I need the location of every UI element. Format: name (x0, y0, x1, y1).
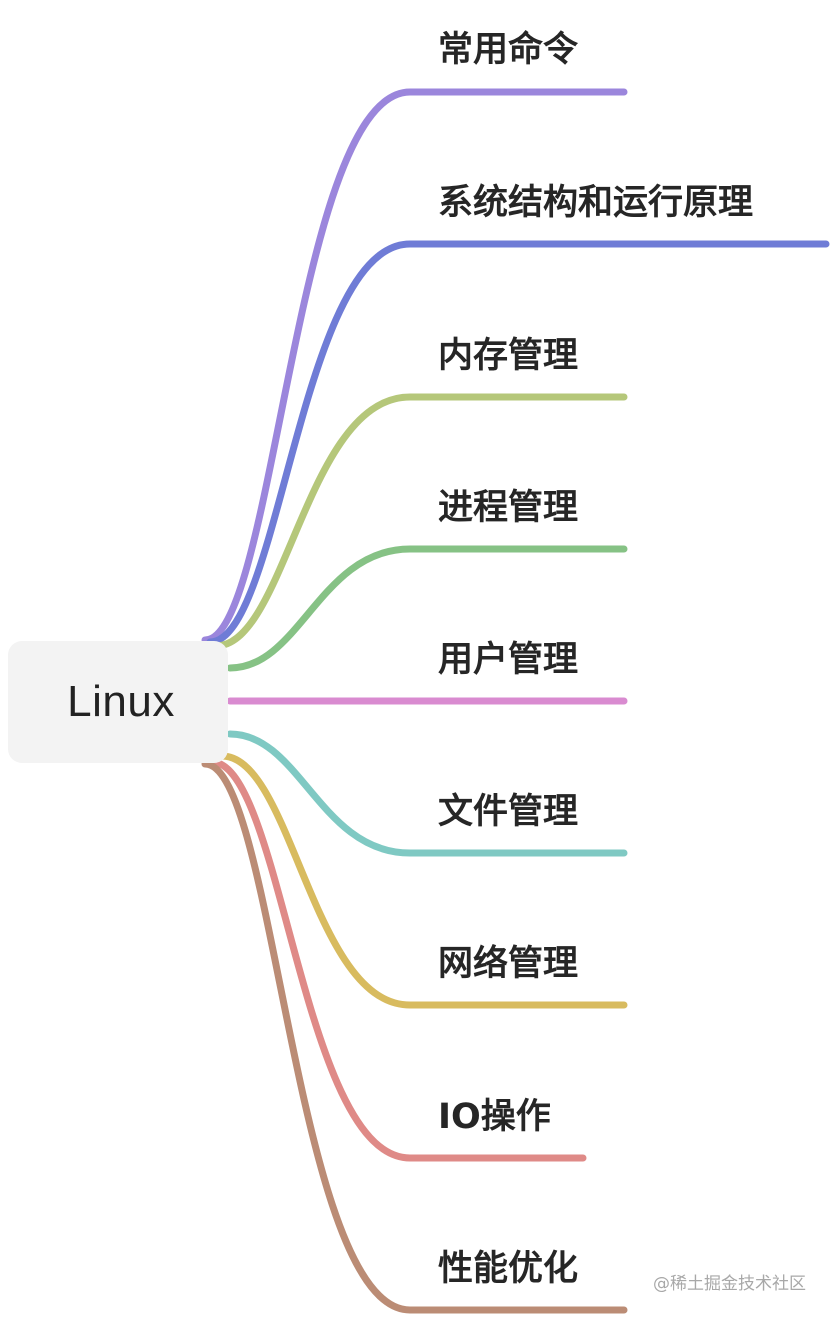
branch-label-common-commands[interactable]: 常用命令 (438, 30, 579, 70)
branch-label-file-management[interactable]: 文件管理 (438, 792, 579, 832)
branch-connectors (201, 88, 830, 1314)
connector-common-commands (201, 88, 628, 644)
branch-label-process-management[interactable]: 进程管理 (438, 488, 579, 528)
watermark: @稀土掘金技术社区 (653, 1274, 806, 1294)
root-label: Linux (67, 677, 175, 726)
connector-memory-management (212, 393, 628, 650)
branch-label-performance-optimization[interactable]: 性能优化 (438, 1249, 579, 1289)
connector-file-management (226, 730, 628, 857)
branch-label-io-operations[interactable]: IO操作 (438, 1097, 551, 1137)
branch-label-memory-management[interactable]: 内存管理 (438, 336, 579, 376)
connector-network-management (218, 752, 628, 1009)
branch-label-system-structure[interactable]: 系统结构和运行原理 (438, 183, 754, 223)
connector-performance-optimization (201, 760, 628, 1314)
root-node-linux[interactable]: Linux (8, 641, 228, 763)
connector-io-operations (208, 758, 587, 1162)
connector-process-management (226, 545, 628, 672)
branch-label-user-management[interactable]: 用户管理 (438, 640, 579, 680)
branch-label-network-management[interactable]: 网络管理 (438, 944, 579, 984)
connector-system-structure (206, 240, 830, 646)
